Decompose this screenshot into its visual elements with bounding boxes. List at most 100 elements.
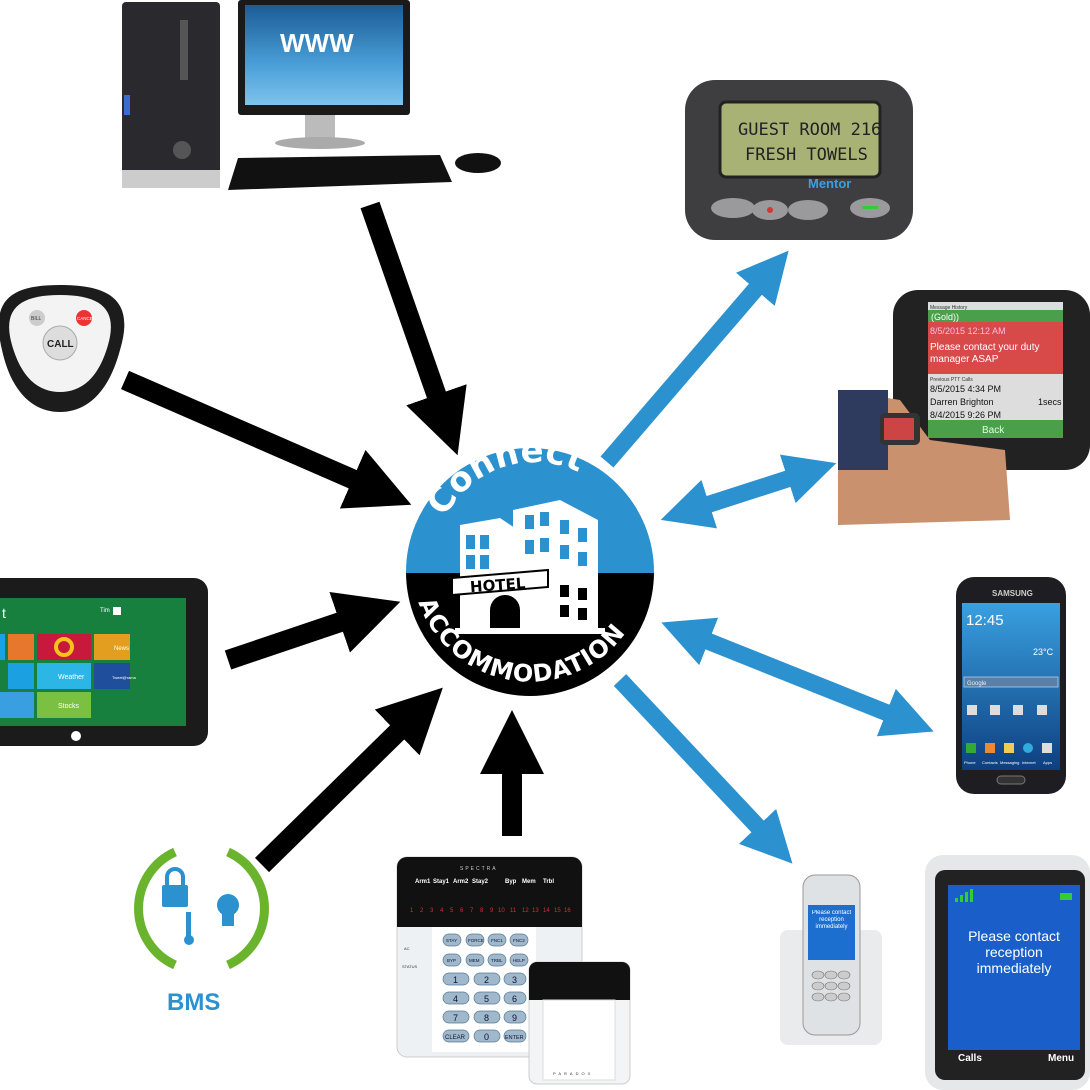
svg-text:6: 6 [512, 994, 517, 1004]
svg-text:11: 11 [510, 908, 517, 914]
svg-text:FNC1: FNC1 [491, 938, 503, 943]
svg-text:CANCEL: CANCEL [77, 316, 96, 321]
svg-text:1: 1 [453, 975, 458, 985]
input-arrows [121, 201, 545, 873]
monitor-screen-text: WWW [280, 28, 354, 58]
svg-text:Byp: Byp [505, 879, 517, 885]
svg-text:MEM: MEM [469, 958, 480, 963]
svg-text:Tim: Tim [100, 608, 110, 614]
svg-text:23°C: 23°C [1033, 647, 1054, 657]
arrow-callbutton-to-hub [121, 370, 412, 509]
svg-text:News: News [114, 646, 129, 652]
arrow-hub-watch [660, 454, 837, 529]
svg-text:7: 7 [453, 1013, 458, 1023]
svg-text:6: 6 [460, 908, 464, 914]
svg-text:SPECTRA: SPECTRA [460, 866, 498, 872]
svg-text:TRBL: TRBL [491, 958, 503, 963]
hotel-sign: HOTEL [469, 574, 526, 596]
svg-text:1: 1 [410, 908, 414, 914]
pager-brand: Mentor [808, 176, 851, 191]
svg-text:FORCE: FORCE [468, 938, 484, 943]
svg-text:7: 7 [470, 908, 474, 914]
svg-text:1secs: 1secs [1038, 397, 1062, 407]
svg-text:Contacts: Contacts [982, 760, 998, 765]
svg-text:10: 10 [498, 908, 505, 914]
small-handset-message: Please contact reception immediately [811, 910, 852, 930]
svg-text:8/5/2015 12:12 AM: 8/5/2015 12:12 AM [930, 326, 1006, 336]
svg-text:BILL: BILL [31, 316, 42, 322]
svg-text:4: 4 [453, 994, 458, 1004]
svg-text:Previous PTT Calls: Previous PTT Calls [930, 377, 973, 383]
svg-text:Phone: Phone [964, 760, 976, 765]
svg-text:FNC2: FNC2 [513, 938, 525, 943]
guest-call-button: CALL BILL CANCEL [0, 285, 125, 412]
svg-text:9: 9 [512, 1013, 517, 1023]
svg-text:CALL: CALL [47, 339, 74, 350]
svg-text:Weather: Weather [58, 674, 85, 681]
svg-text:4: 4 [440, 908, 444, 914]
large-handset-message: Please contact reception immediately [968, 928, 1060, 976]
svg-text:13: 13 [532, 908, 539, 914]
svg-text:14: 14 [543, 908, 550, 914]
enter-key-label: ENTER [505, 1035, 524, 1041]
arrow-tablet-to-hub [224, 591, 401, 670]
svg-text:8/5/2015 4:34 PM: 8/5/2015 4:34 PM [930, 384, 1001, 394]
svg-text:HELP: HELP [513, 958, 525, 963]
svg-text:8/4/2015 9:26 PM: 8/4/2015 9:26 PM [930, 410, 1001, 420]
pager: GUEST ROOM 216 FRESH TOWELS Mentor [685, 80, 913, 240]
svg-text:5: 5 [484, 994, 489, 1004]
svg-text:Tweet@rama: Tweet@rama [112, 675, 137, 680]
svg-text:2: 2 [420, 908, 424, 914]
svg-text:5: 5 [450, 908, 454, 914]
svg-text:12: 12 [522, 908, 529, 914]
svg-text:STATUS: STATUS [402, 964, 418, 969]
svg-text:Stay2: Stay2 [472, 879, 489, 885]
svg-text:Internet: Internet [1022, 760, 1036, 765]
softkey-calls: Calls [958, 1053, 982, 1064]
arrow-computer-to-hub [360, 201, 467, 456]
svg-text:manager ASAP: manager ASAP [930, 354, 999, 365]
arrow-hub-smartphone [661, 617, 934, 737]
hotel-building-icon: HOTEL [451, 500, 605, 634]
arrow-hub-to-pager [600, 250, 789, 468]
svg-text:PARADOX: PARADOX [553, 1071, 593, 1076]
svg-text:Please contact your duty: Please contact your duty [930, 342, 1040, 353]
svg-text:Apps: Apps [1043, 760, 1052, 765]
svg-text:CLEAR: CLEAR [445, 1035, 466, 1041]
output-arrows [600, 250, 934, 864]
svg-text:Stay1: Stay1 [433, 879, 450, 885]
svg-text:16: 16 [564, 908, 571, 914]
svg-text:9: 9 [490, 908, 494, 914]
bms-label: BMS [167, 989, 220, 1016]
dect-handset-large: Please contact reception immediately Cal… [925, 855, 1090, 1090]
svg-text:Messaging: Messaging [1000, 760, 1019, 765]
svg-text:Trbl: Trbl [543, 879, 554, 885]
svg-text:8: 8 [484, 1013, 489, 1023]
svg-text:12:45: 12:45 [966, 612, 1004, 629]
svg-text:Arm1: Arm1 [415, 879, 431, 885]
svg-text:2: 2 [484, 975, 489, 985]
arrow-bms-to-hub [254, 687, 443, 873]
svg-text:15: 15 [554, 908, 561, 914]
hub-logo: Connect ACCOMMODATION HOTEL [406, 431, 654, 696]
smartphone: SAMSUNG 12:45 23°C Google Phone Contacts… [956, 577, 1066, 794]
svg-text:Back: Back [982, 425, 1005, 436]
tablet: t Tim News Weather Tweet@rama Stocks [0, 578, 208, 746]
bms-icon: BMS [134, 847, 269, 1016]
svg-text:8: 8 [480, 908, 484, 914]
smartwatch: Message History (Gold)) 8/5/2015 12:12 A… [838, 290, 1090, 525]
desktop-computer: WWW [122, 0, 501, 190]
svg-text:t: t [2, 605, 6, 621]
svg-text:3: 3 [430, 908, 434, 914]
svg-text:Darren Brighton: Darren Brighton [930, 397, 994, 407]
pager-line-1: GUEST ROOM 216 [738, 120, 881, 140]
svg-text:BYP: BYP [447, 958, 456, 963]
svg-text:AC: AC [404, 946, 410, 951]
svg-text:STAY: STAY [446, 938, 457, 943]
svg-text:Mem: Mem [522, 879, 536, 885]
svg-text:Message History: Message History [930, 305, 968, 311]
arrow-hub-to-handset [613, 674, 793, 864]
svg-text:(Gold)): (Gold)) [931, 312, 959, 322]
